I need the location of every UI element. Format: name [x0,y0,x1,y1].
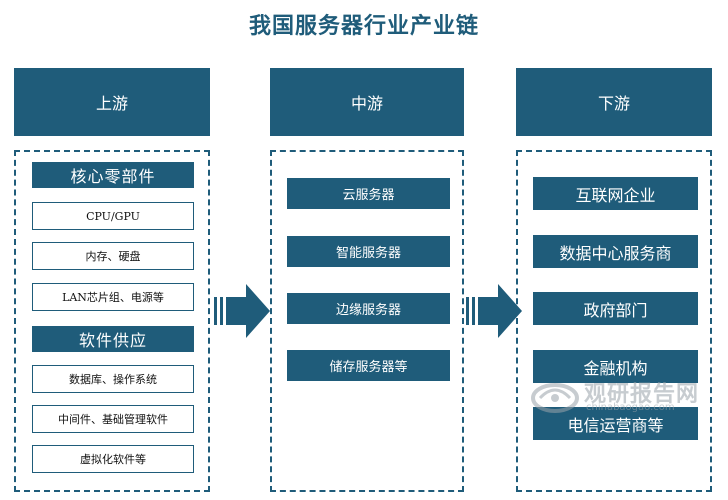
upstream-item-lan-power: LAN芯片组、电源等 [32,283,194,311]
upstream-item-virtualization: 虚拟化软件等 [32,445,194,473]
upstream-column [14,150,210,492]
downstream-item-finance: 金融机构 [533,350,698,383]
upstream-item-memory-disk: 内存、硬盘 [32,242,194,270]
stage-header-upstream: 上游 [14,68,210,136]
midstream-item-edge-server: 边缘服务器 [287,293,450,324]
downstream-item-datacenter: 数据中心服务商 [533,235,698,268]
downstream-column [516,150,712,492]
midstream-item-cloud-server: 云服务器 [287,178,450,209]
upstream-item-middleware: 中间件、基础管理软件 [32,405,194,433]
stage-header-downstream: 下游 [516,68,712,136]
arrow-right-icon [466,284,522,338]
downstream-item-telecom: 电信运营商等 [533,407,698,440]
section-title-core-components: 核心零部件 [32,162,194,188]
upstream-item-database-os: 数据库、操作系统 [32,365,194,393]
downstream-item-government: 政府部门 [533,292,698,325]
midstream-item-ai-server: 智能服务器 [287,236,450,267]
downstream-item-internet: 互联网企业 [533,177,698,210]
midstream-item-storage-server: 储存服务器等 [287,350,450,381]
section-title-software-supply: 软件供应 [32,326,194,352]
arrow-right-icon [214,284,270,338]
stage-header-midstream: 中游 [270,68,464,136]
page-title: 我国服务器行业产业链 [248,13,479,39]
midstream-column [270,150,464,492]
upstream-item-cpu-gpu: CPU/GPU [32,202,194,230]
